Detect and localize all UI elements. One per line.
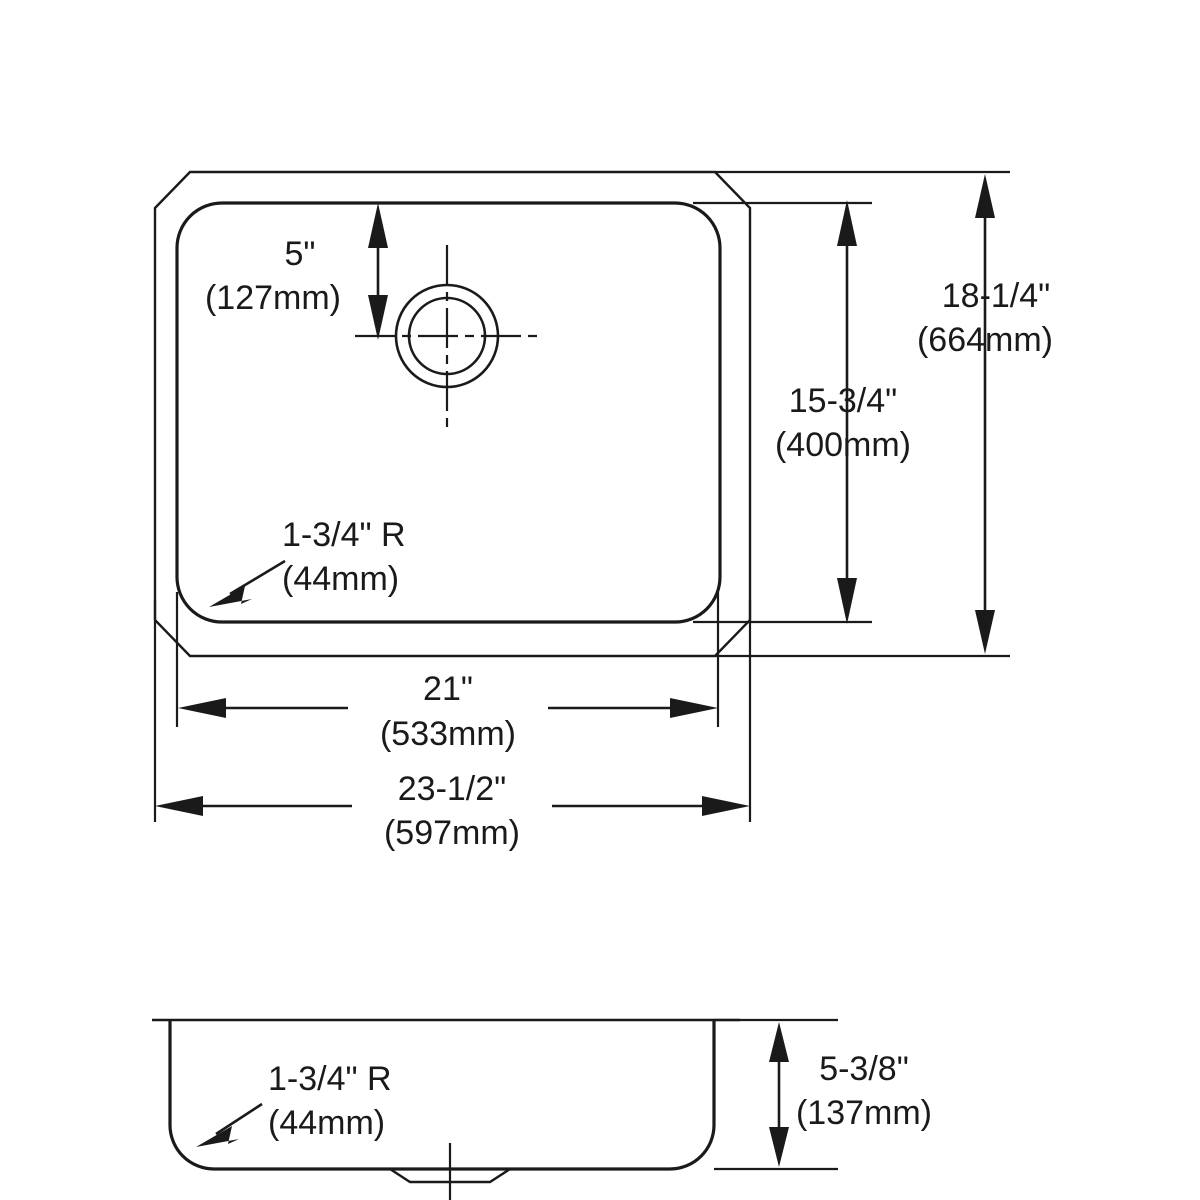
bowl-depth-metric-label: (400mm) (775, 426, 911, 464)
section-depth-metric-label: (137mm) (796, 1094, 932, 1132)
bowl-width-arrow-left (178, 698, 226, 718)
sink-rim-outline (153, 170, 752, 658)
overall-depth-arrow-down (975, 610, 995, 654)
top-view-group: 5" (127mm) 1-3/4" R (44mm) 15-3/4" (400m… (153, 170, 1053, 852)
section-radius-leader-line (215, 1102, 263, 1136)
drain-offset-metric-label: (127mm) (205, 279, 341, 317)
overall-width-arrow-left (155, 796, 203, 816)
overall-width-imperial-label: 23-1/2" (398, 770, 506, 808)
corner-radius-leader-arrow (209, 586, 252, 607)
overall-depth-arrow-up (975, 174, 995, 218)
section-depth-arrow-down (769, 1127, 789, 1167)
bowl-depth-arrow-up (837, 200, 857, 246)
bowl-depth-arrow-down (837, 578, 857, 624)
overall-depth-metric-label: (664mm) (917, 321, 1053, 359)
corner-radius-leader-line (229, 559, 286, 596)
section-radius-metric-label: (44mm) (268, 1104, 385, 1142)
section-depth-imperial-label: 5-3/8" (819, 1050, 909, 1088)
section-radius-leader-arrow (196, 1126, 239, 1147)
corner-radius-metric-label: (44mm) (282, 560, 399, 598)
overall-width-metric-label: (597mm) (384, 814, 520, 852)
section-depth-arrow-up (769, 1022, 789, 1062)
sink-bowl-outline (175, 201, 722, 624)
corner-radius-imperial-label: 1-3/4" R (282, 516, 406, 554)
drain-offset-arrow-up (368, 203, 388, 248)
bowl-width-arrow-right (670, 698, 718, 718)
section-view-group: 1-3/4" R (44mm) 5-3/8" (137mm) (152, 1018, 932, 1200)
bowl-depth-imperial-label: 15-3/4" (789, 382, 897, 420)
bowl-width-imperial-label: 21" (423, 670, 473, 708)
section-radius-imperial-label: 1-3/4" R (268, 1060, 392, 1098)
drain-offset-imperial-label: 5" (285, 235, 316, 273)
drain-offset-arrow-down (368, 295, 388, 340)
overall-width-arrow-right (702, 796, 750, 816)
section-bowl-profile (168, 1020, 716, 1171)
bowl-width-metric-label: (533mm) (380, 715, 516, 753)
overall-depth-imperial-label: 18-1/4" (942, 277, 1050, 315)
